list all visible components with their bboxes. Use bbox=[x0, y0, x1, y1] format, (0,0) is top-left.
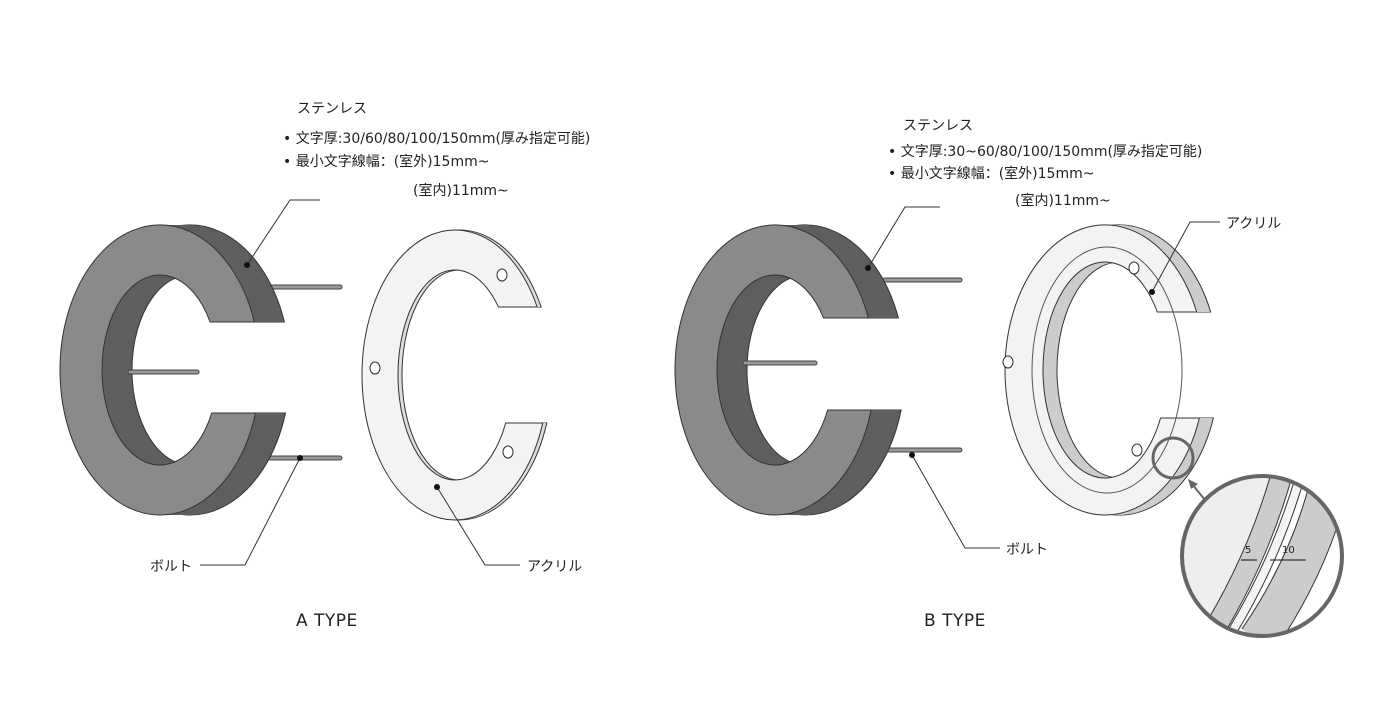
inner-return-line bbox=[1031, 246, 1183, 494]
leader-dot bbox=[434, 484, 440, 490]
bolt-label-a: ボルト bbox=[150, 559, 192, 575]
leader-dot bbox=[1149, 289, 1155, 295]
detail-dim-5: 5 bbox=[1245, 545, 1252, 556]
acrylic-letter-b-face bbox=[1004, 224, 1200, 516]
leader-bolt-b bbox=[911, 454, 1000, 549]
material-label-a: ステンレス bbox=[297, 101, 367, 117]
type-a-title: A TYPE bbox=[296, 611, 358, 631]
arrow-head-icon bbox=[1188, 479, 1198, 489]
thickness-spec-a: • 文字厚:30/60/80/100/150mm(厚み指定可能) bbox=[283, 131, 591, 147]
leader-dot bbox=[244, 262, 250, 268]
detail-view bbox=[1182, 476, 1342, 636]
steel-letter-a-face bbox=[59, 224, 257, 516]
min-width-spec-b: • 最小文字線幅：(室外)15mm~ bbox=[888, 166, 1095, 182]
min-width-indoor-a: (室内)11mm~ bbox=[413, 183, 509, 199]
min-width-spec-a: • 最小文字線幅：(室外)15mm~ bbox=[283, 154, 490, 170]
leader-steel-a bbox=[246, 199, 320, 266]
thickness-spec-b: • 文字厚:30~60/80/100/150mm(厚み指定可能) bbox=[888, 144, 1203, 160]
detail-circle bbox=[1180, 474, 1344, 638]
leader-acrylic-a bbox=[436, 486, 520, 566]
detail-dim-10: 10 bbox=[1282, 545, 1295, 556]
bolt-hole bbox=[1128, 261, 1140, 275]
bolt-hole bbox=[502, 445, 514, 459]
acrylic-label-b: アクリル bbox=[1226, 216, 1282, 232]
steel-letter-b-face bbox=[674, 224, 872, 516]
type-b-title: B TYPE bbox=[924, 611, 986, 631]
bolt-label-b: ボルト bbox=[1006, 542, 1048, 558]
min-width-indoor-b: (室内)11mm~ bbox=[1015, 193, 1111, 209]
acrylic-letter-a-face bbox=[361, 229, 544, 521]
magnify-source-circle bbox=[1151, 436, 1195, 480]
bolt-hole bbox=[1131, 443, 1143, 457]
bolt-hole bbox=[1002, 355, 1014, 369]
acrylic-label-a: アクリル bbox=[527, 559, 583, 575]
bolt-hole bbox=[496, 268, 508, 282]
leader-dot bbox=[909, 452, 915, 458]
leader-dot bbox=[865, 265, 871, 271]
leader-bolt-a bbox=[200, 457, 301, 566]
leader-dot bbox=[297, 455, 303, 461]
leader-lines bbox=[200, 199, 1220, 566]
leader-acrylic-b bbox=[1151, 221, 1220, 293]
bolt-hole bbox=[369, 361, 381, 375]
material-label-b: ステンレス bbox=[903, 118, 973, 134]
leader-steel-b bbox=[867, 206, 940, 269]
